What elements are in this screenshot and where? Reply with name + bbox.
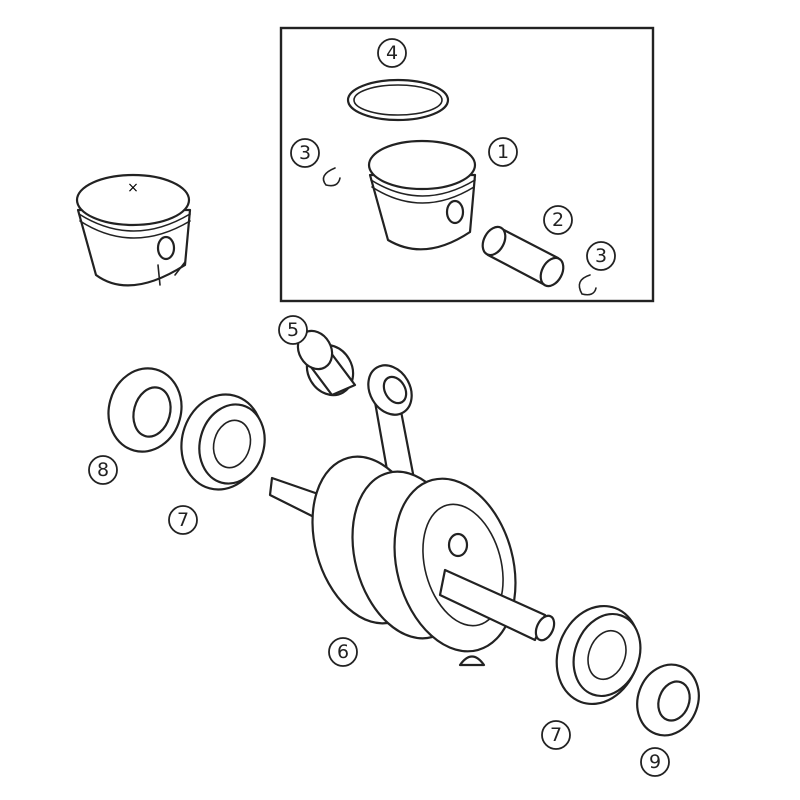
svg-text:9: 9 [649,751,661,773]
piston [367,139,477,251]
svg-text:6: 6 [337,641,349,663]
svg-text:1: 1 [497,141,509,163]
callout-6: 6 [328,637,358,667]
ball-bearing-left [180,393,266,491]
crankshaft [268,364,556,667]
ball-bearing-right [555,604,642,706]
piston-mark: × [127,180,139,196]
svg-text:7: 7 [177,509,189,531]
callout-7: 7 [541,720,571,750]
needle-bearing [296,329,357,397]
svg-text:7: 7 [550,724,562,746]
svg-text:8: 8 [97,459,109,481]
svg-text:3: 3 [299,142,311,164]
callout-7: 7 [168,505,198,535]
callout-3: 3 [586,241,616,271]
piston-kit-box [279,26,655,303]
callout-2: 2 [543,205,573,235]
piston-spare: × [75,173,192,287]
svg-text:4: 4 [386,42,398,64]
shaft-seal-right [636,663,700,737]
callout-3: 3 [290,138,320,168]
svg-text:2: 2 [552,209,564,231]
piston-ring [346,78,450,122]
piston-pin [481,225,565,288]
callout-4: 4 [377,38,407,68]
callout-8: 8 [88,455,118,485]
callout-5: 5 [278,315,308,345]
callout-9: 9 [640,747,670,777]
svg-text:3: 3 [595,245,607,267]
circlip-left [322,167,341,187]
shaft-seal-left [107,367,183,453]
callout-1: 1 [488,137,518,167]
svg-text:5: 5 [287,319,299,341]
circlip-right [578,274,597,296]
